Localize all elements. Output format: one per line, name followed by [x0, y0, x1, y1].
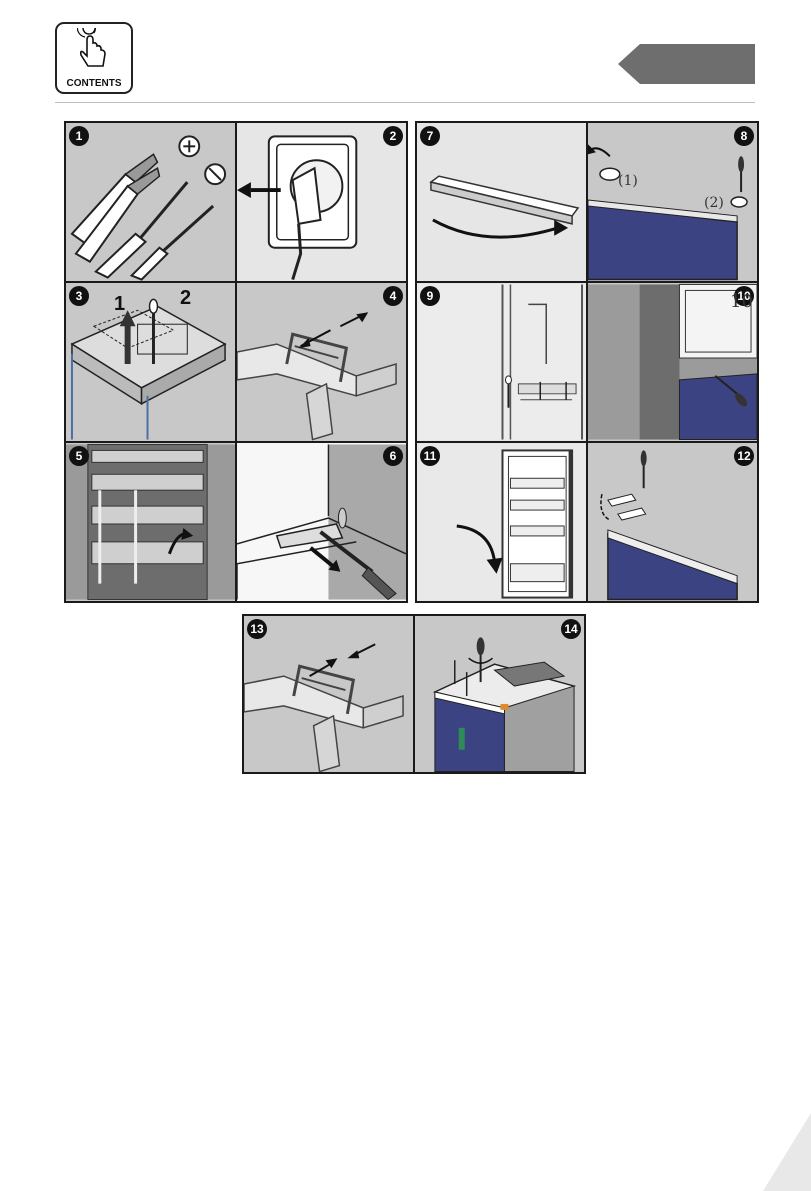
step-14-number: 14: [561, 619, 581, 639]
contents-label: CONTENTS: [57, 78, 131, 89]
step-6-panel: 6: [237, 443, 406, 601]
fridge-top-assembly-illustration: [415, 616, 584, 772]
step-2-number: 2: [383, 126, 403, 146]
step-12-panel: 12: [588, 443, 757, 601]
door-top-hardware-illustration: [588, 443, 757, 601]
step-3-panel: 3 1 2: [66, 283, 235, 441]
step-5-panel: 5: [66, 443, 235, 601]
step-13-panel: 13: [244, 616, 413, 772]
pointing-hand-icon: [77, 28, 113, 74]
step-10-panel: 10 10: [588, 283, 757, 441]
open-fridge-illustration: [417, 443, 586, 601]
steps-grid-left: 1 2 3 1 2: [64, 121, 408, 603]
tools-illustration: [66, 123, 235, 281]
step-8-panel: 8 (1) (2): [588, 123, 757, 281]
step-6-number: 6: [383, 446, 403, 466]
step-11-panel: 11: [417, 443, 586, 601]
unplug-illustration: [237, 123, 406, 281]
step-8-label-2: (2): [704, 195, 724, 211]
step-1-panel: 1: [66, 123, 235, 281]
step-9-panel: 9: [417, 283, 586, 441]
page-corner-fold: [763, 1113, 811, 1191]
step-12-number: 12: [734, 446, 754, 466]
steps-grid-right: 7 8 (1) (2) 9: [415, 121, 759, 603]
top-strip-illustration: [417, 123, 586, 281]
hinge-reinstall-illustration: [244, 616, 413, 772]
step-11-number: 11: [420, 446, 440, 466]
step-9-number: 9: [420, 286, 440, 306]
step-8-label-1: (1): [618, 173, 638, 189]
step-1-number: 1: [69, 126, 89, 146]
top-cover-removal-illustration: [66, 283, 235, 441]
hinge-screw-illustration: [237, 443, 406, 601]
step-14-panel: 14: [415, 616, 584, 772]
step-7-panel: 7: [417, 123, 586, 281]
header-divider: [55, 102, 755, 103]
step-10-label: 10: [730, 291, 753, 312]
step-3-number: 3: [69, 286, 89, 306]
step-4-number: 4: [383, 286, 403, 306]
steps-grid-bottom: 13 14: [242, 614, 586, 774]
step-7-number: 7: [420, 126, 440, 146]
step-8-number: 8: [734, 126, 754, 146]
door-cap-illustration: [588, 123, 757, 281]
step-4-panel: 4: [237, 283, 406, 441]
contents-button[interactable]: CONTENTS: [55, 22, 133, 94]
page-tab-arrow[interactable]: [618, 44, 755, 84]
frame-screws-illustration: [417, 283, 586, 441]
step-3-label-2: 2: [180, 287, 191, 310]
door-shelves-illustration: [66, 443, 235, 601]
step-3-label-1: 1: [114, 293, 125, 316]
step-2-panel: 2: [237, 123, 406, 281]
step-13-number: 13: [247, 619, 267, 639]
step-5-number: 5: [69, 446, 89, 466]
hinge-slide-illustration: [237, 283, 406, 441]
